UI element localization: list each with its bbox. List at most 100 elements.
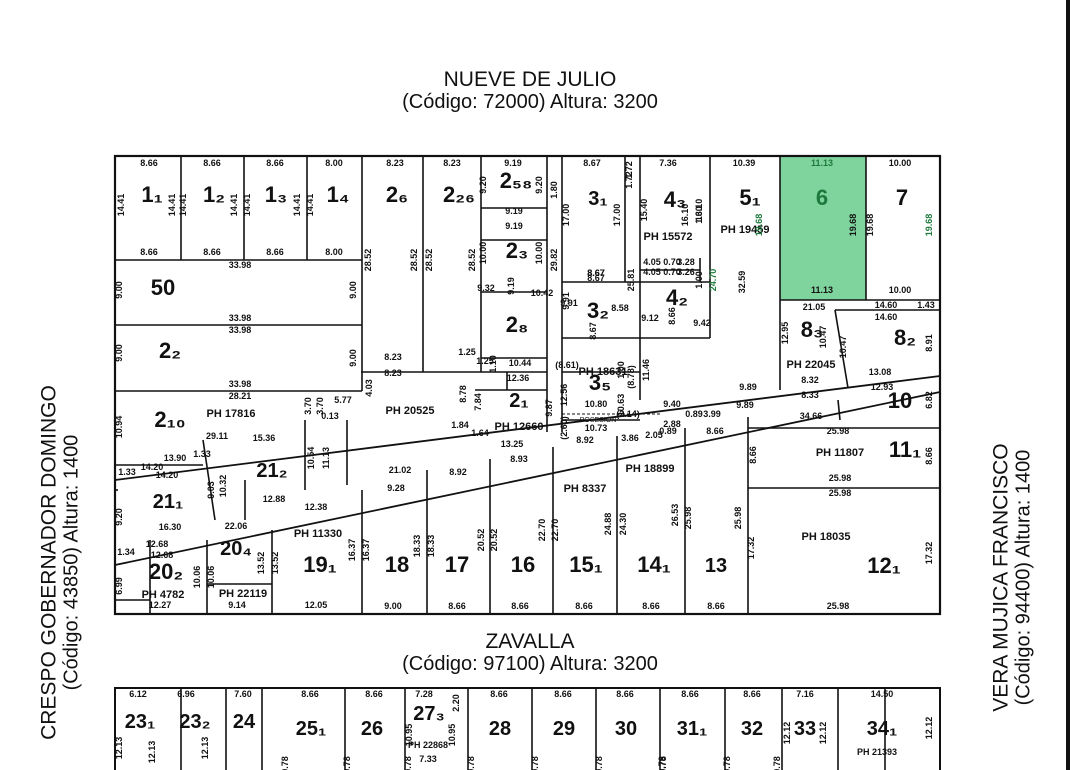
parcel-label[interactable]: 3₂ bbox=[587, 298, 609, 323]
measure-label: 22.70 bbox=[550, 519, 560, 542]
parcel-label[interactable]: 20₄ bbox=[220, 538, 252, 560]
parcel-label[interactable]: 2₆ bbox=[386, 182, 408, 207]
measure-label: 8.66 bbox=[681, 689, 699, 699]
measure-label: 8.00 bbox=[325, 247, 343, 257]
parcel-label[interactable]: 5₁ bbox=[739, 185, 760, 210]
measure-label: 10.39 bbox=[733, 158, 756, 168]
parcel-label[interactable]: 24 bbox=[233, 711, 256, 733]
parcel-label[interactable]: 3₅ bbox=[589, 370, 611, 395]
parcel-label[interactable]: 13 bbox=[705, 555, 727, 577]
measure-label: 6.12 bbox=[129, 689, 147, 699]
measure-label: 2.20 bbox=[451, 694, 461, 712]
measure-label: 19.68 bbox=[924, 214, 934, 237]
parcel-label[interactable]: 2₁₀ bbox=[154, 407, 185, 432]
ph-label: PH 11807 bbox=[816, 447, 864, 459]
street-north-name: NUEVE DE JULIO bbox=[443, 68, 617, 91]
parcel-label[interactable]: 1₂ bbox=[203, 182, 225, 207]
parcel-label[interactable]: 8₃ bbox=[801, 317, 823, 342]
parcel-label[interactable]: 10 bbox=[888, 388, 912, 413]
parcel-label[interactable]: 4₃ bbox=[664, 187, 686, 212]
measure-label: 8.67 bbox=[588, 322, 598, 340]
parcel-label[interactable]: 28 bbox=[489, 718, 511, 740]
parcel-label[interactable]: 21₁ bbox=[153, 491, 184, 513]
parcel-label[interactable]: 20₂ bbox=[149, 559, 183, 584]
parcel-label[interactable]: 3₁ bbox=[588, 188, 607, 210]
measure-label: 10.54 bbox=[306, 447, 316, 470]
parcel-label[interactable]: 2₂₆ bbox=[443, 182, 475, 207]
parcel-label[interactable]: 21₂ bbox=[256, 460, 287, 482]
measure-label: 8.67 bbox=[587, 268, 605, 278]
measure-label: 8.23 bbox=[443, 158, 461, 168]
measure-label: 8.67 bbox=[587, 268, 605, 278]
parcel-label[interactable]: 16 bbox=[511, 552, 535, 577]
ph-label: PH 22119 bbox=[219, 588, 267, 600]
parcel-label[interactable]: 27₃ bbox=[413, 703, 445, 725]
parcel-label[interactable]: 18 bbox=[385, 552, 409, 577]
parcel-label[interactable]: 2₂ bbox=[159, 338, 181, 363]
measure-label: 8.91 bbox=[924, 334, 934, 352]
measure-label: 0.78 bbox=[342, 756, 352, 770]
measure-label: 17.00 bbox=[612, 204, 622, 227]
street-south-label: ZAVALLA (Código: 97100) Altura: 3200 bbox=[330, 630, 730, 675]
parcel-label[interactable]: 12₁ bbox=[867, 553, 901, 578]
measure-label: 9.00 bbox=[384, 601, 402, 611]
measure-label: 26.53 bbox=[670, 504, 680, 527]
parcel-label[interactable]: 1₁ bbox=[141, 182, 162, 207]
measure-label: 14.41 bbox=[178, 194, 188, 217]
measure-label: 11.46 bbox=[641, 359, 651, 381]
parcel-label[interactable]: 15₁ bbox=[569, 552, 603, 577]
parcel-label[interactable]: 50 bbox=[151, 275, 175, 300]
measure-label: 16.37 bbox=[361, 539, 371, 562]
ph-label: PH 18631 bbox=[579, 366, 628, 378]
parcel-line bbox=[202, 439, 216, 521]
parcel-label[interactable]: 25₁ bbox=[296, 718, 327, 740]
parcel-label[interactable]: 23₂ bbox=[179, 711, 210, 733]
parcel-label[interactable]: 34₁ bbox=[867, 718, 898, 740]
parcel-label[interactable]: 6 bbox=[816, 185, 828, 210]
measure-label: 9.00 bbox=[114, 344, 124, 362]
measure-label: 13.08 bbox=[869, 367, 892, 377]
parcel-label[interactable]: 7 bbox=[896, 185, 908, 210]
measure-label: 14.41 bbox=[116, 194, 126, 217]
measure-label: 0.70 bbox=[663, 257, 681, 267]
parcel-label[interactable]: 30 bbox=[615, 718, 637, 740]
parcel-label[interactable]: 2₁ bbox=[509, 390, 528, 412]
measure-label: 1.25 bbox=[458, 347, 476, 357]
parcel-label[interactable]: 23₁ bbox=[125, 711, 156, 733]
measure-label: 9.19 bbox=[505, 221, 523, 231]
measure-label: 7.16 bbox=[796, 689, 814, 699]
measure-label: 10.06 bbox=[206, 566, 216, 589]
parcel-label[interactable]: 32 bbox=[741, 718, 763, 740]
parcel-label[interactable]: 2₃ bbox=[506, 238, 528, 263]
measure-label: 16.10 bbox=[680, 204, 690, 227]
parcel-label[interactable]: 4₂ bbox=[666, 285, 688, 310]
parcel-label[interactable]: 2₅₈ bbox=[500, 168, 533, 193]
parcel-label[interactable]: 26 bbox=[361, 718, 383, 740]
parcel-label[interactable]: 1₃ bbox=[265, 182, 287, 207]
measure-label: 17.32 bbox=[746, 537, 756, 560]
measure-label: 14.41 bbox=[229, 194, 239, 217]
parcel-label[interactable]: 8₂ bbox=[894, 325, 916, 350]
measure-label: 0.78 bbox=[658, 756, 668, 770]
parcel-label[interactable]: 33 bbox=[794, 718, 816, 740]
parcel-label[interactable]: 14₁ bbox=[637, 552, 671, 577]
parcel-label[interactable]: 31₁ bbox=[677, 718, 708, 740]
parcel-label[interactable]: 17 bbox=[445, 552, 469, 577]
measure-label: 12.68 bbox=[146, 539, 169, 549]
parcel-line bbox=[837, 399, 841, 421]
ph-label: PH 22045 bbox=[787, 359, 836, 371]
parcel-label[interactable]: 29 bbox=[553, 718, 575, 740]
measure-label: 9.89 bbox=[736, 400, 754, 410]
measure-label: 14.41 bbox=[305, 194, 315, 217]
measure-label: 0.78 bbox=[280, 756, 290, 770]
parcel-label[interactable]: 19₁ bbox=[303, 552, 337, 577]
measure-label: 0.89 bbox=[685, 409, 703, 419]
parcel-label[interactable]: 1₄ bbox=[327, 182, 350, 207]
parcel-label[interactable]: 2₈ bbox=[506, 312, 529, 337]
street-north-label: NUEVE DE JULIO (Código: 72000) Altura: 3… bbox=[330, 68, 730, 113]
parcel-label[interactable]: 11₁ bbox=[889, 437, 921, 462]
measure-label: 9.87 bbox=[544, 399, 554, 417]
measure-label: 11.13 bbox=[811, 285, 833, 295]
measure-label: 1.64 bbox=[471, 428, 489, 438]
